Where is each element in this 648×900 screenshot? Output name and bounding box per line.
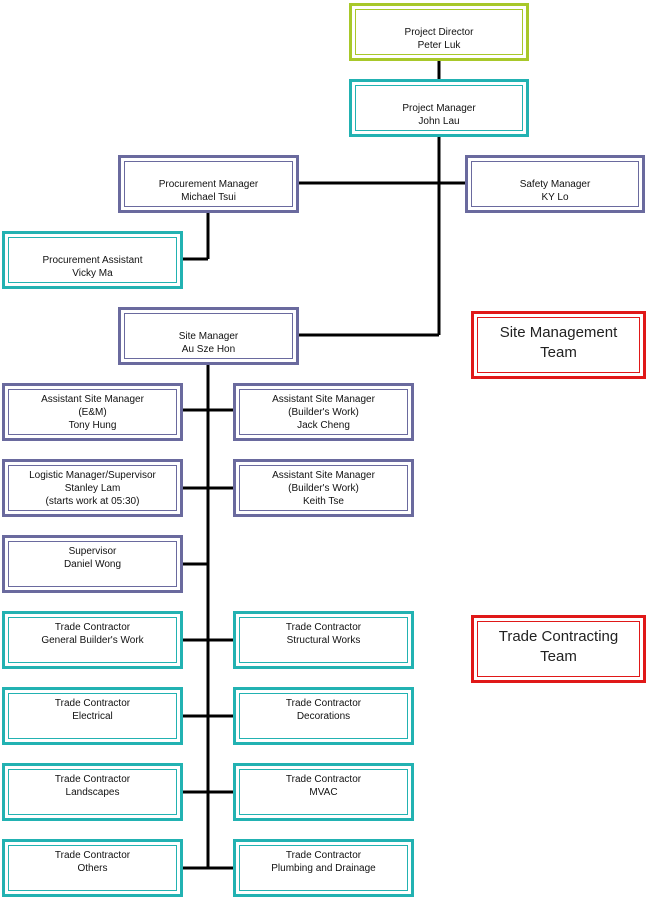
tc-electrical-box: Trade Contractor Electrical [2, 687, 183, 745]
node-text: Trade Contractor Landscapes [54, 774, 131, 798]
node-text: Assistant Site Manager (Builder's Work) … [272, 394, 375, 431]
site-manager-box: Site Manager Au Sze Hon [118, 307, 299, 365]
tc-plumbing-drainage-box: Trade Contractor Plumbing and Drainage [233, 839, 414, 897]
tc-mvac-box: Trade Contractor MVAC [233, 763, 414, 821]
node-text: Trade Contractor MVAC [285, 774, 362, 798]
tc-others-box: Trade Contractor Others [2, 839, 183, 897]
node-text: Trade Contractor Others [54, 850, 131, 874]
node-text: Trade Contractor General Builder's Work [41, 622, 144, 646]
node-text: Assistant Site Manager (Builder's Work) … [272, 470, 375, 507]
node-text: Trade Contractor Plumbing and Drainage [271, 850, 376, 874]
node-text: Assistant Site Manager (E&M) Tony Hung [41, 394, 144, 431]
role-label: Project Director [404, 27, 474, 38]
person-name: Michael Tsui [181, 192, 236, 203]
person-name: John Lau [418, 116, 460, 127]
asm-em-box: Assistant Site Manager (E&M) Tony Hung [2, 383, 183, 441]
tc-decorations-box: Trade Contractor Decorations [233, 687, 414, 745]
tc-landscapes-box: Trade Contractor Landscapes [2, 763, 183, 821]
role-label: Procurement Assistant [42, 255, 143, 266]
node-text: Trade Contractor Decorations [285, 698, 362, 722]
node-text: Supervisor Daniel Wong [63, 546, 122, 570]
role-label: Project Manager [402, 103, 476, 114]
site-management-team-label: Site Management Team [471, 311, 646, 379]
node-text: Trade Contractor Structural Works [285, 622, 362, 646]
person-name: Vicky Ma [72, 268, 113, 279]
role-label: Procurement Manager [158, 179, 259, 190]
asm-builders-work-jack-box: Assistant Site Manager (Builder's Work) … [233, 383, 414, 441]
person-name: Peter Luk [417, 40, 461, 51]
node-text: Trade Contractor Electrical [54, 698, 131, 722]
trade-contracting-team-label: Trade Contracting Team [471, 615, 646, 683]
supervisor-box: Supervisor Daniel Wong [2, 535, 183, 593]
role-label: Site Manager [178, 331, 239, 342]
tc-general-builders-work-box: Trade Contractor General Builder's Work [2, 611, 183, 669]
safety-manager-box: Safety Manager KY Lo [465, 155, 645, 213]
logistic-manager-box: Logistic Manager/Supervisor Stanley Lam … [2, 459, 183, 517]
person-name: KY Lo [541, 192, 569, 203]
person-name: Au Sze Hon [181, 344, 236, 355]
node-text: Logistic Manager/Supervisor Stanley Lam … [29, 470, 156, 507]
asm-builders-work-keith-box: Assistant Site Manager (Builder's Work) … [233, 459, 414, 517]
role-label: Safety Manager [519, 179, 591, 190]
tc-structural-works-box: Trade Contractor Structural Works [233, 611, 414, 669]
